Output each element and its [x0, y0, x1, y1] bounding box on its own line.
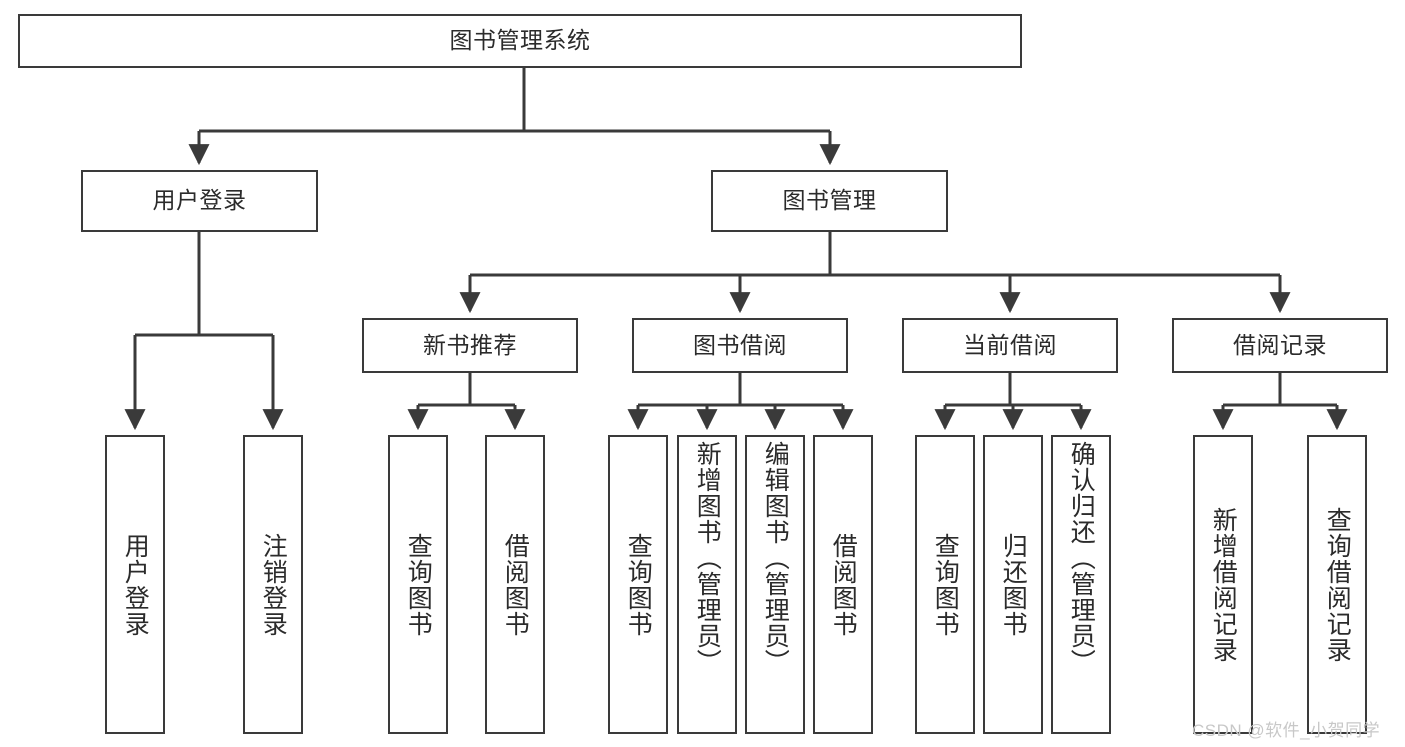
node-new-book-recommend-label: 新书推荐 [423, 331, 517, 358]
node-borrow-record[interactable]: 借阅记录 [1172, 318, 1388, 373]
node-book-borrow[interactable]: 图书借阅 [632, 318, 848, 373]
node-leaf-query-book-rec[interactable]: 查询图书 [388, 435, 448, 734]
node-leaf-add-book[interactable]: 新增图书（管理员） [677, 435, 737, 734]
node-leaf-add-record[interactable]: 新增借阅记录 [1193, 435, 1253, 734]
node-book-borrow-label: 图书借阅 [693, 331, 787, 358]
node-leaf-borrow-book-rec[interactable]: 借阅图书 [485, 435, 545, 734]
node-leaf-query-record-label: 查询借阅记录 [1323, 506, 1352, 663]
node-leaf-add-book-label: 新增图书（管理员） [693, 441, 722, 675]
node-leaf-query-book[interactable]: 查询图书 [608, 435, 668, 734]
node-root-label: 图书管理系统 [449, 27, 591, 54]
node-leaf-query-book-rec-label: 查询图书 [404, 532, 433, 637]
node-user-login-label: 用户登录 [152, 187, 247, 214]
node-leaf-user-login[interactable]: 用户登录 [105, 435, 165, 734]
node-leaf-confirm-return-label: 确认归还（管理员） [1067, 441, 1096, 675]
node-leaf-user-login-label: 用户登录 [121, 532, 150, 637]
watermark: CSDN @软件_小贺同学 [1192, 721, 1381, 740]
node-leaf-borrow-book-rec-label: 借阅图书 [501, 532, 530, 637]
node-borrow-record-label: 借阅记录 [1233, 331, 1327, 358]
node-leaf-return-book-label: 归还图书 [999, 532, 1028, 637]
node-leaf-logout-label: 注销登录 [259, 532, 288, 637]
node-leaf-confirm-return[interactable]: 确认归还（管理员） [1051, 435, 1111, 734]
node-leaf-query-book-cur-label: 查询图书 [931, 532, 960, 637]
node-book-manage[interactable]: 图书管理 [711, 170, 948, 232]
node-leaf-logout[interactable]: 注销登录 [243, 435, 303, 734]
node-leaf-edit-book[interactable]: 编辑图书（管理员） [745, 435, 805, 734]
node-leaf-add-record-label: 新增借阅记录 [1209, 506, 1238, 663]
node-new-book-recommend[interactable]: 新书推荐 [362, 318, 578, 373]
node-current-borrow[interactable]: 当前借阅 [902, 318, 1118, 373]
node-leaf-query-book-cur[interactable]: 查询图书 [915, 435, 975, 734]
node-leaf-return-book[interactable]: 归还图书 [983, 435, 1043, 734]
node-current-borrow-label: 当前借阅 [963, 331, 1057, 358]
node-leaf-edit-book-label: 编辑图书（管理员） [761, 441, 790, 675]
node-user-login[interactable]: 用户登录 [81, 170, 318, 232]
node-leaf-query-record[interactable]: 查询借阅记录 [1307, 435, 1367, 734]
node-book-manage-label: 图书管理 [782, 187, 877, 214]
node-leaf-query-book-label: 查询图书 [624, 532, 653, 637]
node-root[interactable]: 图书管理系统 [18, 14, 1022, 68]
node-leaf-borrow-book-label: 借阅图书 [829, 532, 858, 637]
node-leaf-borrow-book[interactable]: 借阅图书 [813, 435, 873, 734]
